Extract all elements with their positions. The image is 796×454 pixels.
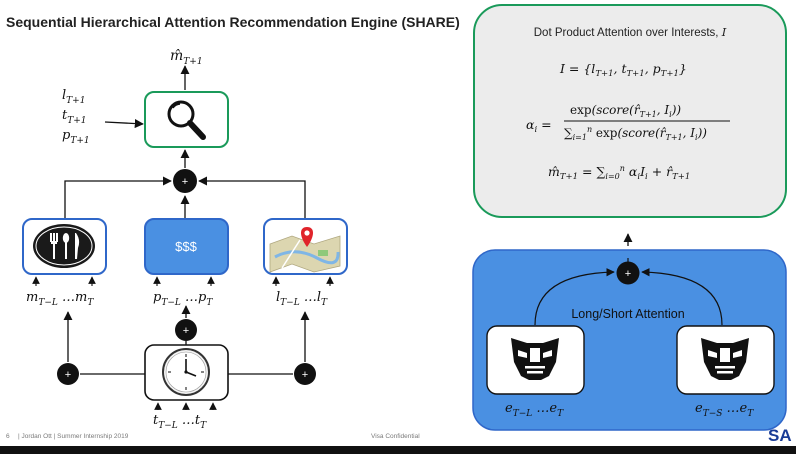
footer-presenter: | Jordan Ott | Summer Internship 2019 (18, 433, 129, 440)
location-to-combine-line (198, 176, 306, 218)
footer-page-number: 6 (6, 433, 10, 440)
context-label-p: pT+1 (62, 128, 90, 146)
dot-product-attention-panel (473, 4, 787, 218)
merchant-time-node (57, 363, 79, 385)
combine-node (173, 169, 197, 193)
input-arrows (32, 276, 334, 286)
search-module-box (144, 91, 229, 148)
long-short-title: Long/Short Attention (571, 307, 684, 321)
price-module-box (144, 218, 229, 275)
magnifying-glass-icon (167, 100, 206, 140)
price-time-node (175, 319, 197, 341)
price-label: $$$ (175, 239, 197, 254)
transformer-robot-icon (701, 338, 749, 380)
alpha-equation: αi = exp(score(r̂T+1, Ii)) ∑i=1n exp(sco… (526, 103, 730, 142)
context-label-t: tT+1 (62, 108, 87, 126)
location-seq-label: lT−L …lT (276, 290, 328, 308)
footer-confidential: Visa Confidential (371, 433, 420, 440)
context-labels: lT+1 tT+1 pT+1 (62, 88, 90, 146)
bottom-bar (0, 446, 796, 454)
merchant-time-node-symbol: + (65, 369, 71, 381)
long-short-combine-node (616, 261, 640, 285)
context-label-l: lT+1 (62, 88, 85, 106)
merchant-to-combine-line (64, 176, 172, 218)
short-to-combine-curve (641, 267, 723, 326)
output-label: m̂T+1 (170, 48, 203, 67)
transformer-robot-icon (511, 338, 559, 380)
context-arrow (104, 119, 144, 129)
long-short-combine-symbol: + (625, 268, 631, 280)
location-time-node (294, 363, 316, 385)
attention-panel-title: Dot Product Attention over Interests, I (534, 25, 727, 39)
long-to-combine-curve (534, 267, 615, 326)
merchant-seq-label: mT−L …mT (26, 290, 94, 308)
map-pin-icon (269, 227, 341, 273)
brand-logo-fragment: SA (768, 426, 792, 445)
time-seq-label: tT−L …tT (153, 413, 207, 431)
svg-text:αi =: αi = (526, 117, 552, 135)
interest-set-equation: I = {lT+1, tT+1, pT+1} (559, 61, 687, 79)
location-time-node-symbol: + (302, 369, 308, 381)
combine-node-symbol: + (182, 176, 188, 188)
alpha-numerator: exp(score(r̂T+1, Ii)) (570, 103, 681, 119)
clock-icon (162, 348, 210, 396)
slide-title: Sequential Hierarchical Attention Recomm… (6, 14, 460, 30)
dining-plate-icon (33, 224, 95, 268)
price-seq-label: pT−L …pT (153, 290, 213, 308)
price-time-node-symbol: + (183, 325, 189, 337)
m-hat-equation: m̂T+1 = ∑i=0n αiIi + r̂T+1 (548, 164, 690, 182)
